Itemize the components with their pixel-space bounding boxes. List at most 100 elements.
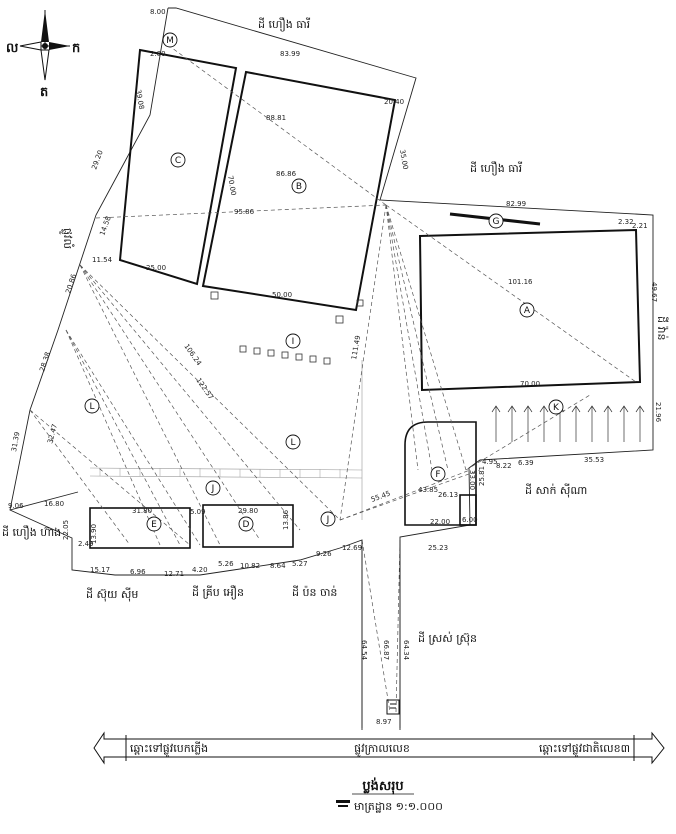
dim-label: 12.69 xyxy=(342,544,362,552)
building-d xyxy=(202,504,294,548)
building-c xyxy=(118,48,238,286)
dim-label: 2.49 xyxy=(78,540,94,548)
neighbor-top: ដី ហឿង ធារី xyxy=(258,17,310,32)
compass-rose-icon xyxy=(19,10,70,81)
dim-label: 11.54 xyxy=(92,256,113,264)
dim-label: 35.00 xyxy=(398,149,409,170)
dim-label: 111.49 xyxy=(350,335,362,361)
dim-label: 64.34 xyxy=(402,640,410,661)
dim-label: 2.21 xyxy=(632,222,648,230)
dim-label: 31.80 xyxy=(132,507,152,515)
dim-label: 25.23 xyxy=(428,544,448,552)
marker-l-center: L xyxy=(290,438,295,448)
marker-d: D xyxy=(243,520,250,530)
marker-a: A xyxy=(524,306,531,316)
dim-label: 106.24 xyxy=(182,343,203,368)
dim-label: 22.05 xyxy=(62,520,70,540)
dim-label: 31.39 xyxy=(10,431,21,452)
neighbor-bottom-right: ដី ប៉ន ចាន់ xyxy=(292,585,337,599)
building-markers xyxy=(84,32,564,532)
building-f xyxy=(404,421,477,526)
marker-g: G xyxy=(493,217,500,227)
compass-south: ត xyxy=(40,85,48,100)
measurement-lines xyxy=(29,44,637,713)
dim-label: 21.96 xyxy=(654,402,662,423)
dim-label: 8.97 xyxy=(376,718,392,726)
marker-j-upper: J xyxy=(211,484,215,494)
tree-rows-k xyxy=(491,405,645,442)
dim-label: 6.39 xyxy=(518,459,534,467)
compass-east: ក xyxy=(72,41,80,56)
dim-label: 29.80 xyxy=(238,507,258,515)
building-b-footings xyxy=(210,291,364,324)
neighbor-road-right: ដី ស្រស់ ស្រ៊ុន xyxy=(418,631,477,646)
marker-e: E xyxy=(151,520,157,530)
dim-label: 2.00 xyxy=(150,50,166,58)
dim-label: 16.80 xyxy=(44,500,64,508)
dim-label: 8.22 xyxy=(496,462,512,470)
dimension-labels: 8.00 83.99 39.08 2.00 88.81 20.40 35.00 … xyxy=(8,8,662,726)
dim-label: 5.09 xyxy=(190,508,206,516)
dim-label: 5.27 xyxy=(292,560,308,568)
site-boundary xyxy=(9,7,654,728)
dim-label: 9.06 xyxy=(8,502,24,510)
dim-label: 122.57 xyxy=(194,377,215,402)
dim-label: 28.38 xyxy=(38,351,52,373)
dim-label: 70.00 xyxy=(520,380,540,388)
scale-bar-icon xyxy=(336,800,350,807)
dim-label: 35.53 xyxy=(584,456,604,464)
dim-label: 22.00 xyxy=(430,518,450,526)
dim-label: 6.00 xyxy=(462,516,478,524)
dim-label: 101.16 xyxy=(508,278,533,286)
building-b xyxy=(201,70,397,312)
dim-label: 25.81 xyxy=(478,466,486,486)
neighbor-bottom-mid: ដី គ្រីប អឿន xyxy=(192,585,244,600)
dim-label: 43.85 xyxy=(418,486,438,494)
road-center-label: ផ្លូវក្រាលលេខ xyxy=(354,742,410,757)
marker-i: I xyxy=(292,337,295,347)
road-strip-hatch xyxy=(99,468,341,478)
parking-i xyxy=(239,345,331,365)
dim-label: 4.20 xyxy=(192,566,208,574)
dim-label: 66.87 xyxy=(382,640,390,660)
dim-label: 95.86 xyxy=(234,208,255,216)
dim-label: 86.86 xyxy=(276,170,297,178)
road-left-label: ឆ្ពោះទៅផ្លូវបេកភ្លើង xyxy=(130,741,208,757)
compass-west: ល xyxy=(6,41,19,56)
building-e xyxy=(89,507,191,549)
dim-label: 2.32 xyxy=(618,218,634,226)
dim-label: 82.99 xyxy=(506,200,526,208)
dim-label: 49.67 xyxy=(650,282,658,302)
neighbor-left: ដី ហឿង ហ៊ាង xyxy=(2,525,61,540)
access-road-strip xyxy=(89,360,363,520)
neighbor-right: ដី វ៉ាន់ xyxy=(655,316,669,340)
dim-label: 13.86 xyxy=(282,509,290,530)
dim-label: 13.90 xyxy=(90,524,98,544)
main-road xyxy=(93,731,665,765)
neighbor-right-lower: ដី សាក់ ស៊ីណា xyxy=(525,483,587,498)
dim-label: 26.13 xyxy=(438,491,458,499)
dim-label: 8.64 xyxy=(270,562,286,570)
dim-label: 50.00 xyxy=(272,291,292,299)
marker-b: B xyxy=(296,182,302,192)
marker-l-left: L xyxy=(89,402,94,412)
dim-label: 25.00 xyxy=(146,264,166,272)
dim-label: 12.71 xyxy=(164,570,184,578)
dim-label: 29.20 xyxy=(90,149,104,171)
dim-label: 4.95 xyxy=(482,458,498,466)
road-right-label: ឆ្ពោះទៅផ្លូវជាតិលេខ៣ xyxy=(539,741,630,757)
dim-label: 10.82 xyxy=(240,562,260,570)
dim-label: 15.17 xyxy=(90,566,110,574)
plan-scale: មាត្រដ្ឋាន ១:១.០០០ xyxy=(354,800,443,813)
neighbor-bottom-left: ដី ស៊ុយ ស៊ីម xyxy=(86,587,138,602)
side-road-label: ផ្លូវលំ xyxy=(59,228,75,249)
gate-icon xyxy=(386,699,400,715)
dim-label: 32.47 xyxy=(46,423,59,444)
neighbor-right-top: ដី ហឿង ធារី xyxy=(470,161,522,176)
access-road xyxy=(361,540,401,730)
dim-label: 5.26 xyxy=(218,560,234,568)
dim-label: 83.99 xyxy=(280,50,300,58)
dim-label: 88.81 xyxy=(266,114,286,122)
marker-j-lower: J xyxy=(326,515,330,525)
